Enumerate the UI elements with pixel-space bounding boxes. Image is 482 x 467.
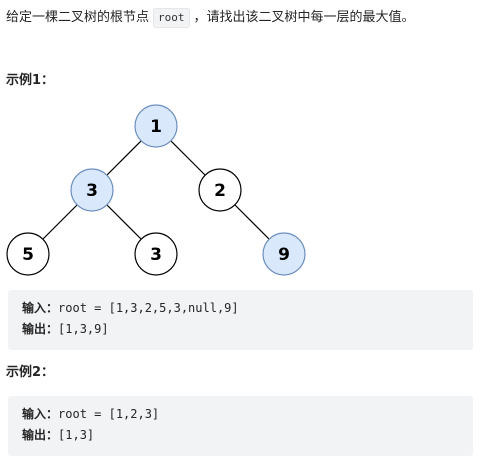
- output-label: 输出：: [22, 322, 59, 336]
- tree-node-root: 1: [134, 104, 178, 148]
- tree-node-left: 3: [70, 168, 114, 212]
- tree-node-label: 5: [22, 245, 34, 265]
- example2-input-line: 输入：root = [1,2,3]: [22, 404, 459, 425]
- tree-node-label: 1: [150, 117, 162, 137]
- output-value: [1,3,9]: [58, 322, 109, 336]
- example2-title: 示例2：: [6, 365, 55, 380]
- example1-title: 示例1：: [6, 73, 55, 88]
- tree-node-right-right: 9: [262, 232, 306, 276]
- description-text-before: 给定一棵二叉树的根节点: [6, 10, 150, 25]
- tree-node-label: 3: [86, 181, 98, 201]
- tree-node-right: 2: [198, 168, 242, 212]
- tree-node-label: 3: [150, 245, 162, 265]
- example2-code-block: 输入：root = [1,2,3] 输出：[1,3]: [8, 396, 473, 456]
- tree-node-label: 2: [214, 181, 226, 201]
- input-label: 输入：: [22, 301, 59, 315]
- tree-node-left-right: 3: [134, 232, 178, 276]
- inline-code-root: root: [153, 8, 190, 28]
- input-value: root = [1,2,3]: [58, 407, 160, 421]
- description-text-after: ，请找出该二叉树中每一层的最大值。: [193, 10, 415, 25]
- binary-tree-diagram: 1 3 2 5 3 9: [6, 104, 306, 276]
- tree-node-label: 9: [278, 245, 290, 265]
- tree-node-left-left: 5: [6, 232, 50, 276]
- example1-output-line: 输出：[1,3,9]: [22, 319, 459, 340]
- output-value: [1,3]: [58, 428, 95, 442]
- example2-output-line: 输出：[1,3]: [22, 425, 459, 446]
- input-label: 输入：: [22, 407, 59, 421]
- output-label: 输出：: [22, 428, 59, 442]
- example1-input-line: 输入：root = [1,3,2,5,3,null,9]: [22, 298, 459, 319]
- example1-code-block: 输入：root = [1,3,2,5,3,null,9] 输出：[1,3,9]: [8, 290, 473, 350]
- input-value: root = [1,3,2,5,3,null,9]: [58, 301, 239, 315]
